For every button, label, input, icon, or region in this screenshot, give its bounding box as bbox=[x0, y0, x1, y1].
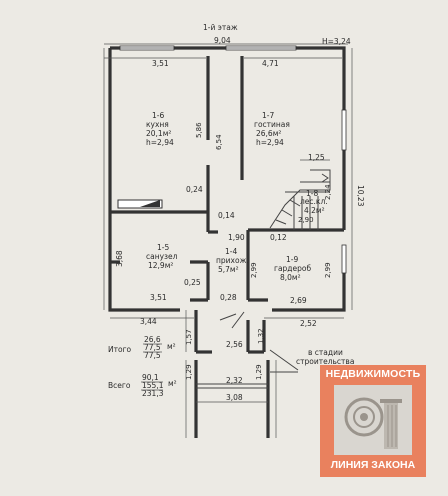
room-1-5-name: санузел bbox=[146, 252, 178, 261]
dim-290: 2,90 bbox=[298, 216, 314, 224]
dim-top-total: 9,04 bbox=[214, 36, 231, 45]
dim-wall-586: 5,86 bbox=[195, 122, 203, 138]
vsego-label: Всего bbox=[108, 381, 131, 390]
vsego-value-2: 155,1 bbox=[142, 381, 164, 390]
dim-014: 0,14 bbox=[218, 211, 235, 220]
construction-note-line1: в стадии bbox=[308, 348, 343, 357]
dim-wall-654: 6,54 bbox=[215, 134, 223, 150]
room-1-4-id: 1-4 bbox=[225, 247, 237, 256]
room-1-9-area: 8,0м² bbox=[280, 273, 301, 282]
room-1-5-area: 12,9м² bbox=[148, 261, 173, 270]
dim-left-368: 3,68 bbox=[115, 250, 124, 267]
dim-top-left: 3,51 bbox=[152, 59, 169, 68]
dim-bottom-351: 3,51 bbox=[150, 293, 167, 302]
room-1-9-name: гардероб bbox=[274, 264, 311, 273]
dim-012: 0,12 bbox=[270, 233, 287, 242]
floor-title: 1-й этаж bbox=[203, 23, 238, 32]
room-1-7-height: h=2,94 bbox=[256, 138, 284, 147]
vsego-value-3: 231,3 bbox=[142, 389, 164, 398]
dim-129-b: 1,29 bbox=[255, 364, 263, 380]
room-1-8-id: 1-8 bbox=[306, 189, 318, 198]
porch bbox=[194, 310, 299, 438]
logo-top-text: НЕДВИЖИМОСТЬ bbox=[325, 368, 421, 380]
height-note: H=3,24 bbox=[322, 37, 351, 46]
dim-224: 2,24 bbox=[324, 184, 332, 200]
plan-labels: 1-й этаж H=3,24 9,04 3,51 4,71 10,23 1,2… bbox=[108, 23, 365, 402]
windows bbox=[119, 45, 347, 274]
staircase bbox=[269, 169, 331, 230]
dim-256: 2,56 bbox=[226, 340, 243, 349]
dim-129-a: 1,29 bbox=[185, 364, 193, 380]
room-1-8-area: 4,2м² bbox=[304, 206, 325, 215]
logo-emblem bbox=[334, 385, 412, 455]
room-1-6-id: 1-6 bbox=[152, 111, 164, 120]
dim-top-right: 4,71 bbox=[262, 59, 279, 68]
dim-028: 0,28 bbox=[220, 293, 237, 302]
dim-024: 0,24 bbox=[186, 185, 203, 194]
dim-right-total: 10,23 bbox=[356, 185, 365, 207]
room-1-6-area: 20,1м² bbox=[146, 129, 171, 138]
room-1-7-id: 1-7 bbox=[262, 111, 274, 120]
itogo-value-1: 26,6 bbox=[144, 335, 161, 344]
vsego-value-1: 90,1 bbox=[142, 373, 159, 382]
dim-344: 3,44 bbox=[140, 317, 157, 326]
dim-299-b: 2,99 bbox=[324, 262, 332, 278]
vsego-unit: м² bbox=[168, 379, 177, 388]
dim-299-a: 2,99 bbox=[250, 262, 258, 278]
dim-232: 2,32 bbox=[226, 376, 243, 385]
dim-157: 1,57 bbox=[185, 329, 193, 345]
dim-252: 2,52 bbox=[300, 319, 317, 328]
room-1-6-height: h=2,94 bbox=[146, 138, 174, 147]
dim-132: 1,32 bbox=[257, 328, 265, 344]
dim-308: 3,08 bbox=[226, 393, 243, 402]
itogo-label: Итого bbox=[108, 345, 132, 354]
itogo-unit: м² bbox=[167, 342, 176, 351]
dim-025: 0,25 bbox=[184, 278, 201, 287]
company-logo: НЕДВИЖИМОСТЬ ЛИНИЯ ЗАКОНА bbox=[320, 365, 426, 477]
room-1-6-name: кухня bbox=[146, 120, 169, 129]
dim-269: 2,69 bbox=[290, 296, 307, 305]
dim-190: 1,90 bbox=[228, 233, 245, 242]
room-1-7-area: 26,6м² bbox=[256, 129, 281, 138]
dim-stair-width: 1,25 bbox=[308, 153, 325, 162]
itogo-value-3: 77,5 bbox=[144, 351, 161, 360]
interior-walls bbox=[110, 56, 344, 302]
room-1-4-area: 5,7м² bbox=[218, 265, 239, 274]
room-1-7-name: гостиная bbox=[254, 120, 290, 129]
itogo-value-2: 77,5 bbox=[144, 343, 161, 352]
construction-note-line2: строительства bbox=[296, 357, 354, 366]
dimension-lines bbox=[103, 43, 353, 438]
room-1-9-id: 1-9 bbox=[286, 255, 298, 264]
room-1-4-name: прихож. bbox=[216, 256, 249, 265]
logo-bottom-text: ЛИНИЯ ЗАКОНА bbox=[330, 459, 416, 471]
room-1-8-name: лес.кл. bbox=[300, 197, 328, 206]
room-1-5-id: 1-5 bbox=[157, 243, 169, 252]
